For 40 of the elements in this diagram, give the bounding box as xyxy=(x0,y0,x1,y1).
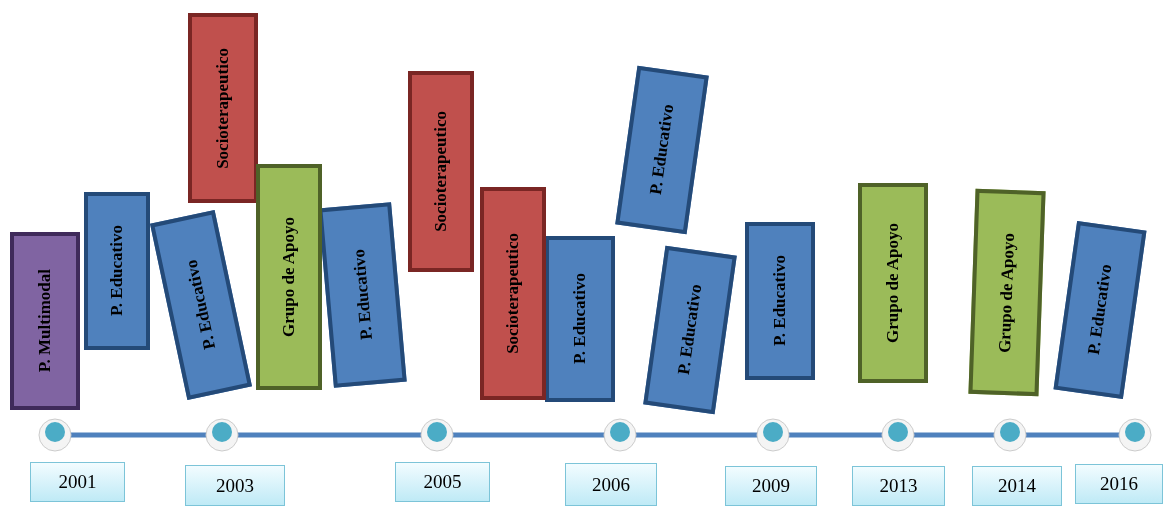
program-label: P. Educativo xyxy=(673,283,707,377)
program-label: Grupo de Apoyo xyxy=(279,217,299,337)
program-label: P. Educativo xyxy=(770,255,790,347)
program-box xyxy=(858,183,928,383)
year-box xyxy=(395,462,490,502)
year-label: 2009 xyxy=(752,475,790,497)
year-box xyxy=(1075,464,1163,504)
program-label: Grupo de Apoyo xyxy=(994,232,1020,353)
program-box xyxy=(84,192,150,350)
program-box xyxy=(188,13,258,203)
program-box xyxy=(10,232,80,410)
year-label: 2016 xyxy=(1100,473,1138,495)
year-box xyxy=(565,463,657,506)
program-label: Grupo de Apoyo xyxy=(883,223,903,343)
program-box xyxy=(408,71,474,272)
program-box xyxy=(480,187,546,400)
year-box xyxy=(852,466,945,506)
program-label: P. Educativo xyxy=(570,273,590,365)
program-label: Socioterapeutico xyxy=(431,111,451,232)
program-label: P. Educativo xyxy=(348,248,377,342)
year-label: 2006 xyxy=(592,473,630,496)
program-box xyxy=(745,222,815,380)
program-label: P. Multimodal xyxy=(35,269,55,373)
year-label: 2003 xyxy=(216,474,254,497)
program-label: P. Educativo xyxy=(107,225,127,317)
year-label: 2014 xyxy=(998,475,1036,497)
program-box xyxy=(256,164,322,390)
program-box xyxy=(545,236,615,402)
year-label: 2001 xyxy=(58,471,97,493)
year-box xyxy=(185,465,285,506)
year-box xyxy=(30,462,125,502)
program-label: Socioterapeutico xyxy=(503,233,523,354)
program-label: P. Educativo xyxy=(1083,263,1117,357)
year-label: 2013 xyxy=(879,475,918,497)
program-label: P. Educativo xyxy=(645,103,679,197)
program-label: Socioterapeutico xyxy=(213,47,233,169)
year-label: 2005 xyxy=(423,471,462,493)
year-box xyxy=(725,466,817,506)
year-box xyxy=(972,466,1062,506)
program-label: P. Educativo xyxy=(181,258,221,352)
